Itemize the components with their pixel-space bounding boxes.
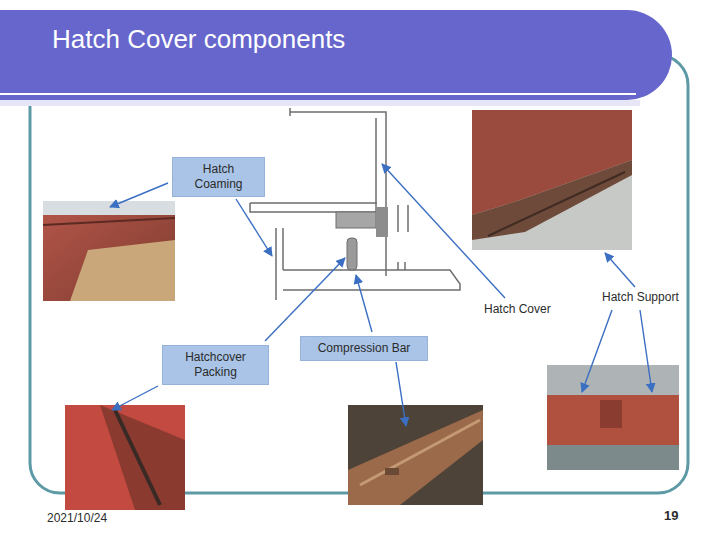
packing-rubber	[376, 207, 388, 237]
cover-plate	[289, 108, 291, 116]
leader-line	[605, 253, 635, 287]
cover-web	[407, 205, 409, 232]
photo-ground	[472, 110, 632, 250]
part-name: Hatch Cover	[481, 301, 554, 317]
leader-line	[582, 310, 612, 392]
coaming-photo	[43, 201, 175, 301]
packing-channel	[336, 212, 376, 228]
header-band	[0, 10, 672, 100]
support-photo	[547, 365, 679, 470]
bar-plate	[348, 410, 483, 505]
coaming-stiffener	[397, 262, 399, 270]
support-pad	[600, 400, 622, 428]
header-shadow	[0, 100, 640, 106]
compression-bar	[360, 420, 480, 485]
photo-ground	[65, 405, 185, 510]
leader-line	[640, 310, 652, 392]
coaming-top	[283, 270, 460, 290]
label-box: Hatchcover Packing	[162, 345, 269, 385]
photo-ground	[348, 405, 483, 505]
coaming-corner-photo	[472, 110, 632, 250]
page-number: 19	[661, 507, 681, 524]
packing-photo	[65, 405, 185, 510]
bar-stopper	[385, 468, 399, 475]
cross-section	[250, 108, 460, 300]
label-box: Hatch Coaming	[172, 157, 265, 197]
coaming-edge	[43, 218, 175, 225]
packing-seal	[115, 410, 160, 505]
cover-side	[547, 395, 679, 445]
leader-line	[382, 164, 505, 298]
leader-line	[356, 275, 372, 332]
leader-line	[236, 199, 272, 256]
slide-title: Hatch Cover components	[52, 24, 345, 55]
cover-flange	[250, 203, 376, 212]
packing-rubber	[100, 405, 185, 510]
compression-bar-photo	[348, 405, 483, 505]
cover-plate	[290, 112, 386, 276]
part-name: Hatch Support	[599, 289, 682, 305]
label-box: Compression Bar	[300, 336, 428, 361]
slide-date: 2021/10/24	[44, 510, 110, 526]
leader-line	[396, 362, 406, 426]
cover-web	[397, 205, 399, 232]
header-stripe	[0, 93, 636, 95]
leader-line	[110, 183, 168, 207]
coaming-top	[472, 160, 632, 240]
coaming-channel	[488, 172, 625, 236]
leader-line	[265, 258, 345, 341]
compression-bar	[347, 238, 357, 270]
coaming-stiffener	[404, 262, 406, 270]
part-name: Hatch Coaming	[178, 162, 259, 192]
photo-ground	[43, 201, 175, 301]
coaming-plate	[275, 228, 277, 300]
part-name: Compression Bar	[306, 341, 422, 356]
photo-ground	[547, 365, 679, 470]
part-name: Hatchcover Packing	[168, 350, 263, 380]
photo-sky	[43, 201, 175, 215]
cargo-heap	[70, 240, 175, 301]
leader-line	[112, 386, 158, 410]
leader-lines	[110, 164, 652, 426]
cover-web	[375, 118, 377, 204]
coaming-plate	[282, 228, 284, 270]
photo-deck	[547, 445, 679, 470]
